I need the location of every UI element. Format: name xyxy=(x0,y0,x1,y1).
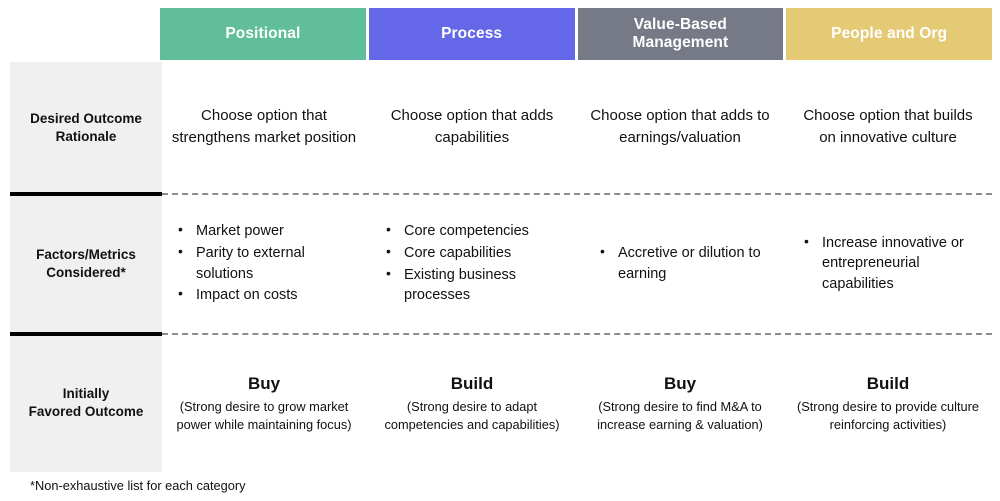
outcome-people-and-org-verdict: Build xyxy=(866,373,910,393)
cell-rationale-process: Choose option that adds capabilities xyxy=(368,62,576,192)
list-item: Impact on costs xyxy=(178,284,358,306)
cell-outcome-value-based-management: Buy (Strong desire to find M&A to increa… xyxy=(576,336,784,472)
cell-outcome-process: Build (Strong desire to adapt competenci… xyxy=(368,336,576,472)
list-item: Accretive or dilution to earning xyxy=(600,242,774,284)
column-header-process: Process xyxy=(368,8,575,60)
cell-rationale-value-based-management: Choose option that adds to earnings/valu… xyxy=(576,62,784,192)
column-header-positional-label: Positional xyxy=(225,25,301,43)
rationale-people-and-org-text: Choose option that builds on innovative … xyxy=(803,107,973,146)
rationale-process-text: Choose option that adds capabilities xyxy=(390,107,554,146)
row-factors-metrics-considered: Market powerParity to external solutions… xyxy=(160,196,992,332)
list-item: Core capabilities xyxy=(386,242,566,264)
row-separator-1 xyxy=(10,192,992,196)
row-separator-1-solid xyxy=(10,192,162,196)
cell-outcome-people-and-org: Build (Strong desire to provide culture … xyxy=(784,336,992,472)
factors-positional-list: Market powerParity to external solutions… xyxy=(170,220,358,306)
outcome-value-based-management-verdict: Buy xyxy=(663,373,697,393)
column-header-positional: Positional xyxy=(160,8,366,60)
cell-rationale-positional: Choose option that strengthens market po… xyxy=(160,62,368,192)
outcome-process-verdict: Build xyxy=(450,373,494,393)
footnote: *Non-exhaustive list for each category xyxy=(30,478,246,493)
row-separator-1-dashed xyxy=(162,193,992,195)
cell-factors-process: Core competenciesCore capabilitiesExisti… xyxy=(368,196,576,332)
rationale-positional-text: Choose option that strengthens market po… xyxy=(171,107,357,146)
outcome-positional-detail: (Strong desire to grow market power whil… xyxy=(176,399,352,433)
list-item: Parity to external solutions xyxy=(178,242,358,284)
outcome-process-detail: (Strong desire to adapt competencies and… xyxy=(384,399,560,433)
list-item: Increase innovative or entrepreneurial c… xyxy=(804,232,982,295)
column-header-process-label: Process xyxy=(441,25,503,43)
row-desired-outcome-rationale: Choose option that strengthens market po… xyxy=(160,62,992,192)
cell-factors-value-based-management: Accretive or dilution to earning xyxy=(576,196,784,332)
cell-outcome-positional: Buy (Strong desire to grow market power … xyxy=(160,336,368,472)
column-header-people-and-org: People and Org xyxy=(786,8,992,60)
outcome-positional-verdict: Buy xyxy=(247,373,281,393)
row-initially-favored-outcome: Buy (Strong desire to grow market power … xyxy=(160,336,992,472)
factors-process-list: Core competenciesCore capabilitiesExisti… xyxy=(378,220,566,306)
list-item: Market power xyxy=(178,220,358,242)
cell-rationale-people-and-org: Choose option that builds on innovative … xyxy=(784,62,992,192)
cell-factors-positional: Market powerParity to external solutions… xyxy=(160,196,368,332)
list-item: Existing business processes xyxy=(386,263,566,306)
row-separator-2-solid xyxy=(10,332,162,336)
factors-people-and-org-list: Increase innovative or entrepreneurial c… xyxy=(794,232,982,296)
cell-factors-people-and-org: Increase innovative or entrepreneurial c… xyxy=(784,196,992,332)
outcome-people-and-org-detail: (Strong desire to provide culture reinfo… xyxy=(796,399,980,433)
factors-value-based-management-list: Accretive or dilution to earning xyxy=(586,242,774,285)
row-separator-2-dashed xyxy=(162,333,992,335)
rationale-value-based-management-text: Choose option that adds to earnings/valu… xyxy=(590,107,770,146)
column-header-people-and-org-label: People and Org xyxy=(831,25,948,43)
outcome-value-based-management-detail: (Strong desire to find M&A to increase e… xyxy=(597,399,763,433)
row-separator-2 xyxy=(10,332,992,336)
list-item: Core competencies xyxy=(386,220,566,242)
